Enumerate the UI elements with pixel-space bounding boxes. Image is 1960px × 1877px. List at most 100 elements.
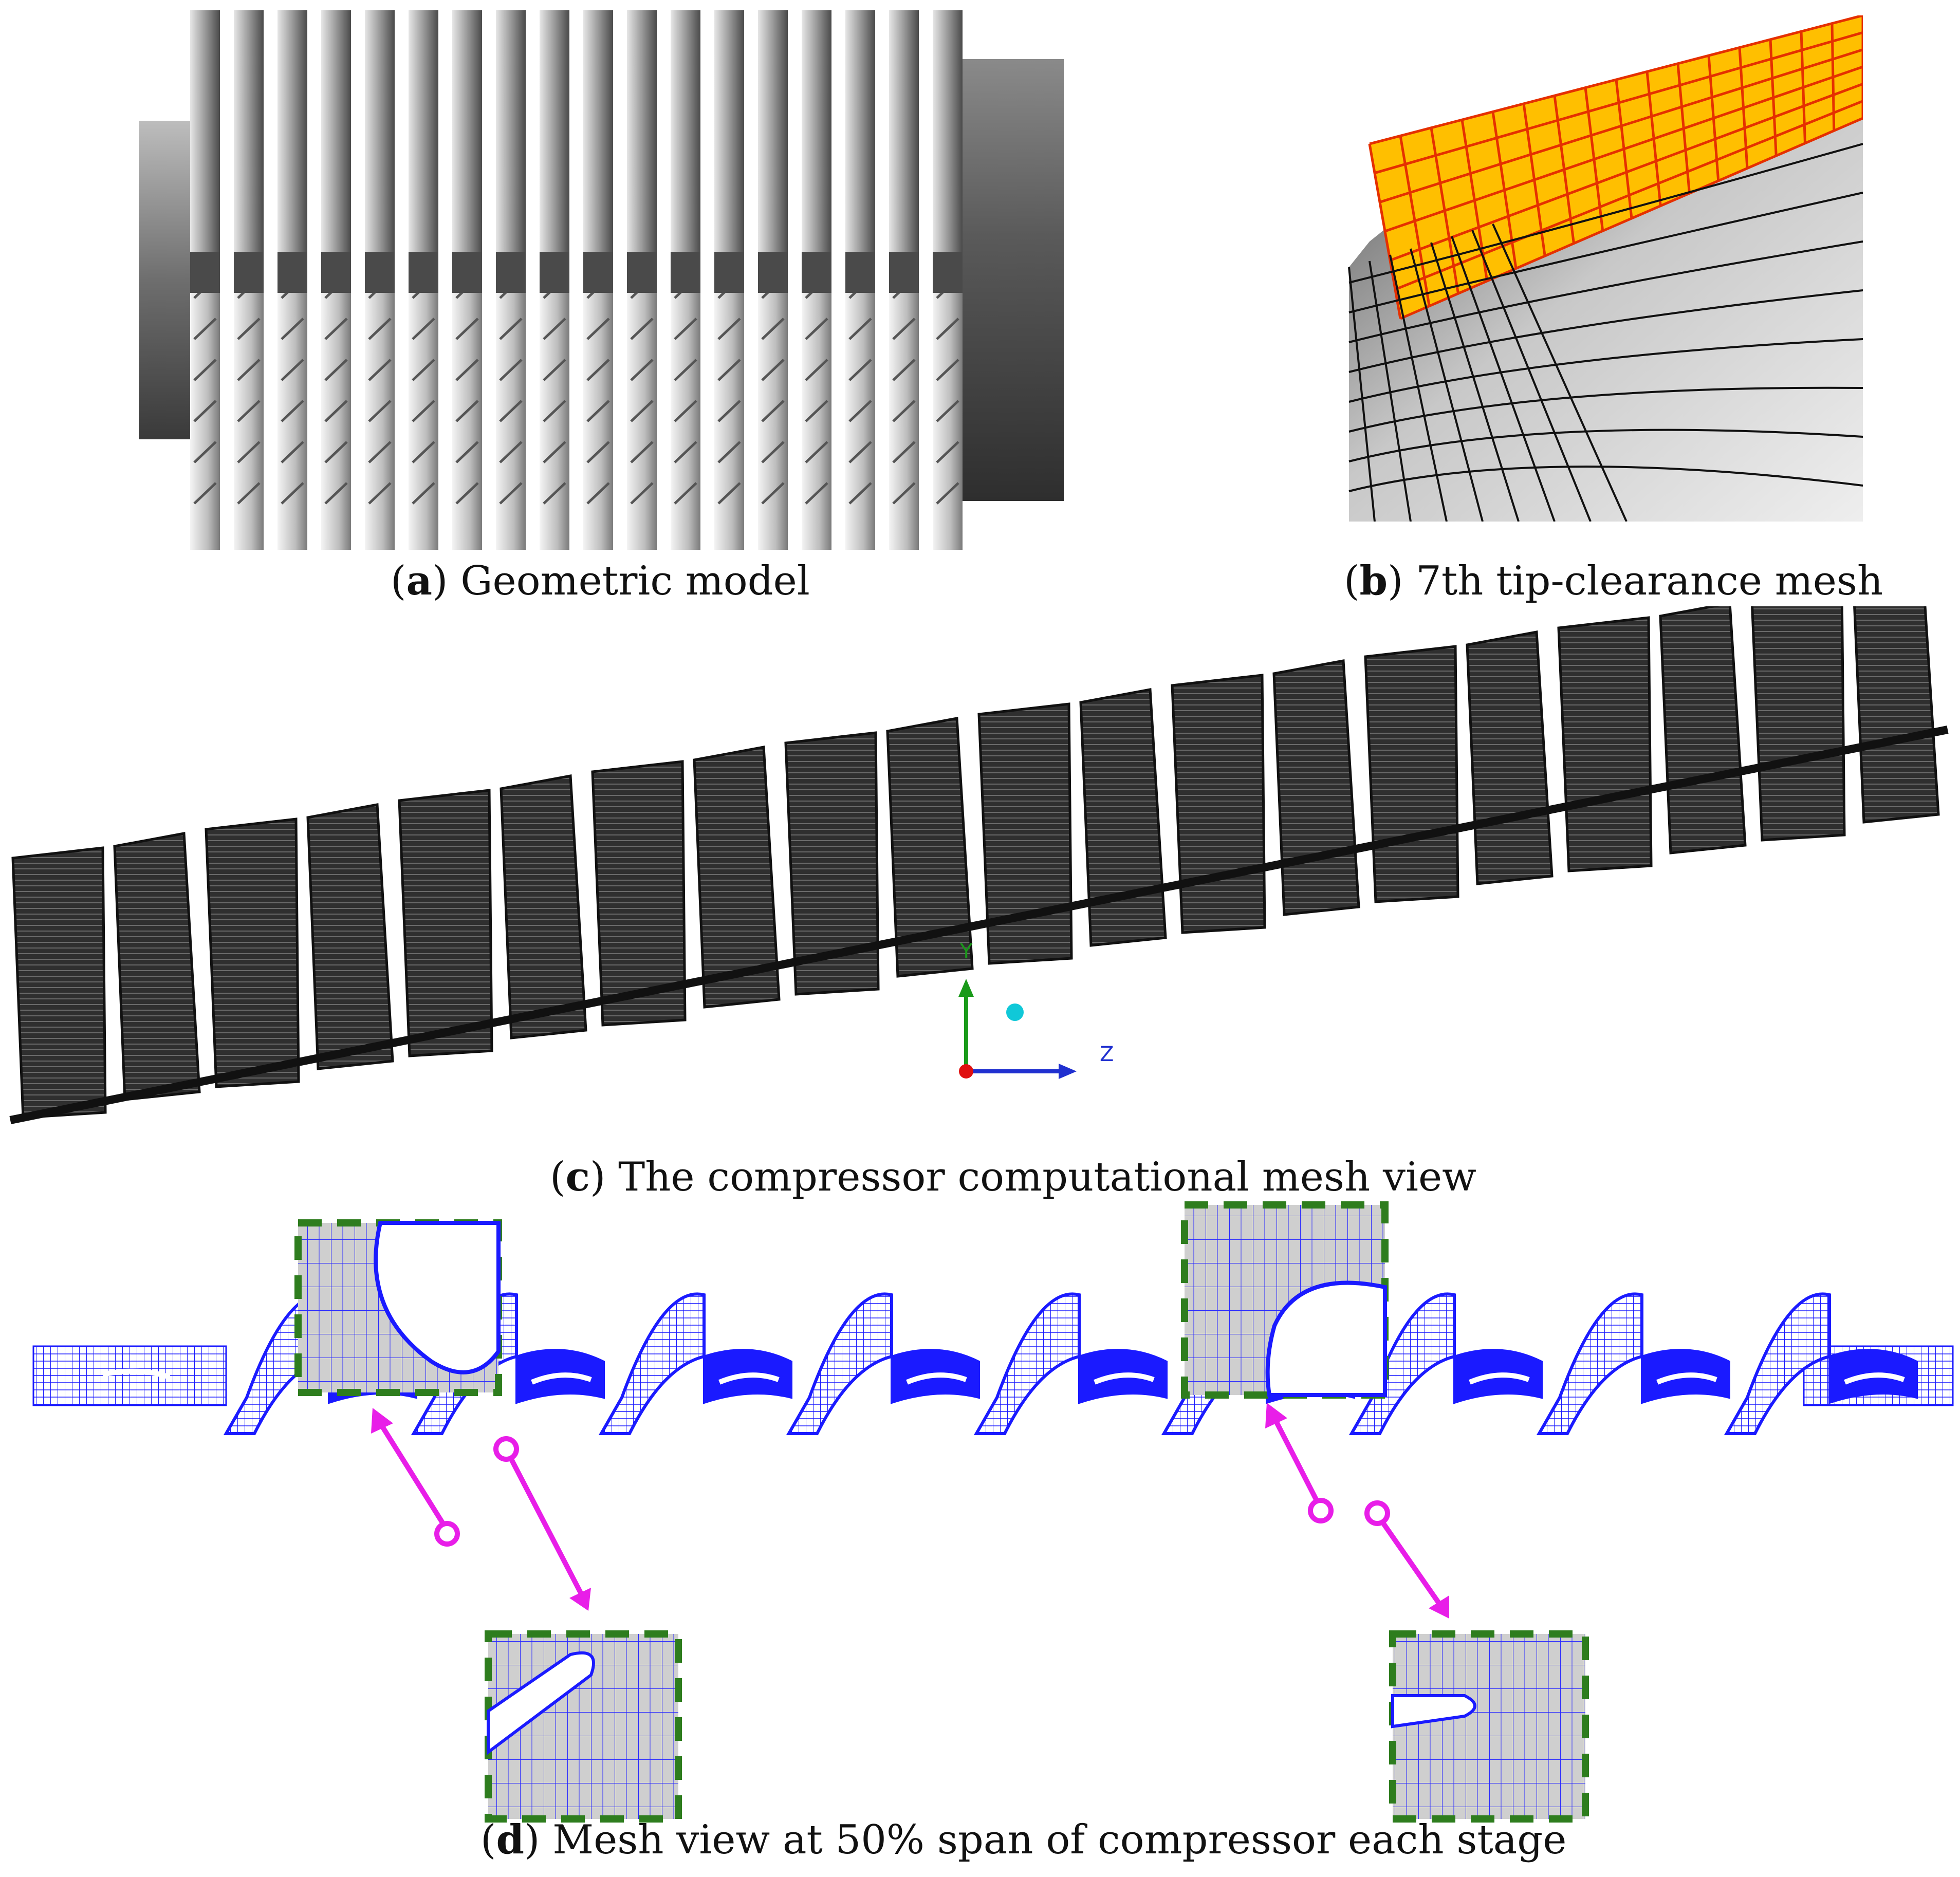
blade-stripe	[892, 318, 916, 340]
blade-upper	[627, 10, 657, 267]
callout-arrowheads	[371, 1403, 1449, 1619]
igv-slot	[102, 1368, 171, 1380]
blade-upper	[190, 10, 220, 267]
blade-stripe	[761, 359, 785, 381]
rotor-blade-mesh	[1724, 1292, 1831, 1435]
blade-root	[802, 252, 831, 293]
rotor-blade-mesh	[786, 1292, 893, 1435]
blade-rows	[190, 10, 963, 550]
blade-grid-line	[1348, 143, 1863, 284]
clearance-grid-line	[1400, 117, 1863, 320]
blade-upper	[540, 10, 569, 267]
stator-blade-slot	[718, 1372, 780, 1385]
blade-stripe	[543, 359, 566, 381]
mesh-blade	[113, 832, 201, 1101]
blade-stripe	[674, 482, 697, 505]
blade-stripe	[761, 400, 785, 422]
blade-lower	[190, 283, 220, 550]
blade-stripe	[412, 318, 435, 340]
inlet-mesh	[32, 1345, 227, 1406]
blade-stripe	[848, 318, 872, 340]
blade-root	[845, 252, 875, 293]
blade-stripe	[892, 359, 916, 381]
blade-lower	[452, 283, 482, 550]
blade-upper	[452, 10, 482, 267]
blade-upper	[889, 10, 919, 267]
axis-triad: Y Z	[958, 940, 1114, 1079]
blade-stripe	[717, 482, 741, 505]
blade-stripe	[586, 318, 610, 340]
blade-stripe	[237, 318, 261, 340]
blade-stripe	[412, 482, 435, 505]
blade-stripe	[237, 441, 261, 463]
blade-grid-line	[1471, 230, 1592, 522]
blade-stripe	[324, 441, 348, 463]
blade-root	[758, 252, 788, 293]
panel-c-compressor-mesh: Y Z	[0, 606, 1960, 1146]
blade-root	[933, 252, 963, 293]
rotor-blade-mesh	[1536, 1292, 1643, 1435]
blade-stripe	[193, 482, 217, 505]
blade-root	[234, 252, 264, 293]
blade-upper	[758, 10, 788, 267]
rotor-blade-mesh	[973, 1292, 1081, 1435]
blade-stripe	[412, 441, 435, 463]
hub-line	[9, 726, 1949, 1124]
caption-c: (c) The compressor computational mesh vi…	[550, 1154, 1476, 1200]
blade-stripe	[892, 400, 916, 422]
clearance-grid-line	[1395, 100, 1863, 291]
blade-lower	[321, 283, 351, 550]
blade-stripe	[499, 359, 523, 381]
mesh-blade	[11, 846, 107, 1119]
blade-lower	[409, 283, 438, 550]
blade-root	[714, 252, 744, 293]
blade-upper	[321, 10, 351, 267]
mesh-blade	[1466, 630, 1554, 885]
blade-stripe	[936, 441, 959, 463]
midspan-mesh-drawing	[32, 1201, 1954, 1823]
blade-stripe	[193, 441, 217, 463]
stator-blade-slot	[1844, 1372, 1905, 1385]
blade-stripe	[281, 318, 304, 340]
mesh-blade	[1751, 606, 1846, 842]
mesh-blade	[1659, 606, 1747, 854]
blade-stripe	[193, 400, 217, 422]
blade-stripe	[543, 441, 566, 463]
blade-stripe	[717, 400, 741, 422]
blade-stripe	[324, 318, 348, 340]
blade-stripe	[281, 482, 304, 505]
blade-stripe	[674, 359, 697, 381]
blade-root	[321, 252, 351, 293]
clearance-grid-line	[1384, 65, 1863, 233]
mesh-blade	[1171, 674, 1266, 934]
blade-root	[583, 252, 613, 293]
blade-stripe	[237, 400, 261, 422]
blade-stripe	[674, 400, 697, 422]
rotor-blade-mesh	[598, 1292, 706, 1435]
blade-stripe	[455, 482, 479, 505]
inset-top-left	[294, 1219, 502, 1396]
callout-arrows	[378, 1417, 1441, 1605]
blade-stripe	[586, 400, 610, 422]
blade-lower	[496, 283, 526, 550]
blade-grid-line	[1348, 429, 1863, 462]
blade-lower	[714, 283, 744, 550]
blade-stripe	[368, 359, 392, 381]
blade-stripe	[805, 400, 828, 422]
blade-root	[496, 252, 526, 293]
blade-stripe	[717, 318, 741, 340]
blade-stripe	[237, 482, 261, 505]
blade-stripe	[455, 359, 479, 381]
axis-z-label: Z	[1100, 1043, 1114, 1066]
blade-stripe	[586, 482, 610, 505]
blade-stripe	[193, 359, 217, 381]
caption-d: (d) Mesh view at 50% span of compressor …	[480, 1816, 1567, 1863]
panel-b-tip-clearance-mesh	[1328, 15, 1863, 522]
blade-stripe	[630, 359, 654, 381]
blade-upper	[671, 10, 700, 267]
blade-stripe	[586, 441, 610, 463]
blade-lower	[278, 283, 307, 550]
axis-y-label: Y	[959, 940, 973, 963]
blade-stripe	[805, 359, 828, 381]
blade-stripe	[848, 441, 872, 463]
